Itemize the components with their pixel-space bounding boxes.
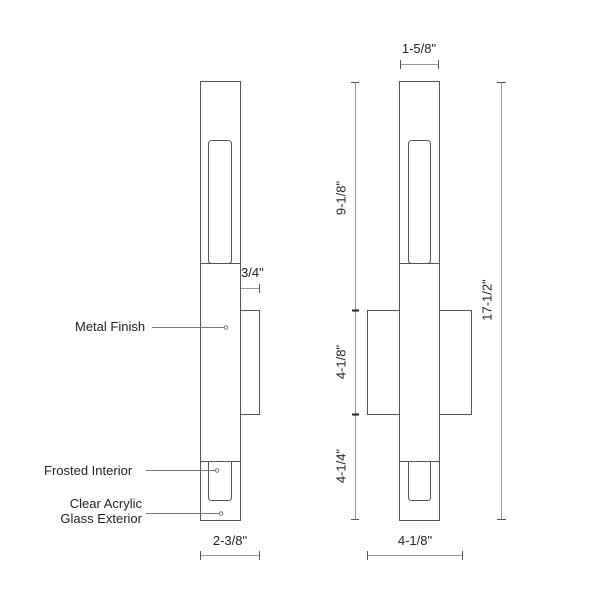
dim-overall-height: 17-1/2" xyxy=(479,279,495,321)
label-clear-acrylic: Clear Acrylic Glass Exterior xyxy=(52,496,142,526)
label-clear-acrylic-line1: Clear Acrylic xyxy=(69,496,142,511)
dim-plate-height: 4-1/8" xyxy=(333,344,349,380)
front-lower-window xyxy=(408,461,431,501)
dim-plate-width: 4-1/8" xyxy=(397,533,433,548)
dim-lower-height: 4-1/4" xyxy=(333,448,349,484)
front-backplate-left xyxy=(367,310,400,415)
dim-side-width: 2-3/8" xyxy=(212,533,248,548)
front-backplate-right xyxy=(439,310,472,415)
dim-upper-height: 9-1/8" xyxy=(333,180,349,216)
front-body-outline xyxy=(399,81,440,521)
label-metal-finish: Metal Finish xyxy=(75,319,146,334)
side-lower-window xyxy=(208,461,232,501)
leader-dot-clear-acrylic xyxy=(218,511,224,516)
leader-dot-frosted-interior xyxy=(214,468,220,473)
side-backplate xyxy=(240,310,260,415)
dim-top-width: 1-5/8" xyxy=(401,41,437,56)
label-frosted-interior: Frosted Interior xyxy=(44,463,133,478)
leader-dot-metal-finish xyxy=(223,325,229,330)
dim-projection: 3/4" xyxy=(241,265,264,280)
front-upper-window xyxy=(408,140,431,264)
side-upper-window xyxy=(208,140,232,264)
leader-lines xyxy=(146,325,229,516)
front-view xyxy=(367,81,472,521)
side-body-outline xyxy=(200,81,241,521)
side-view xyxy=(200,81,260,521)
dimension-lines xyxy=(200,60,506,560)
label-clear-acrylic-line2: Glass Exterior xyxy=(60,511,142,526)
